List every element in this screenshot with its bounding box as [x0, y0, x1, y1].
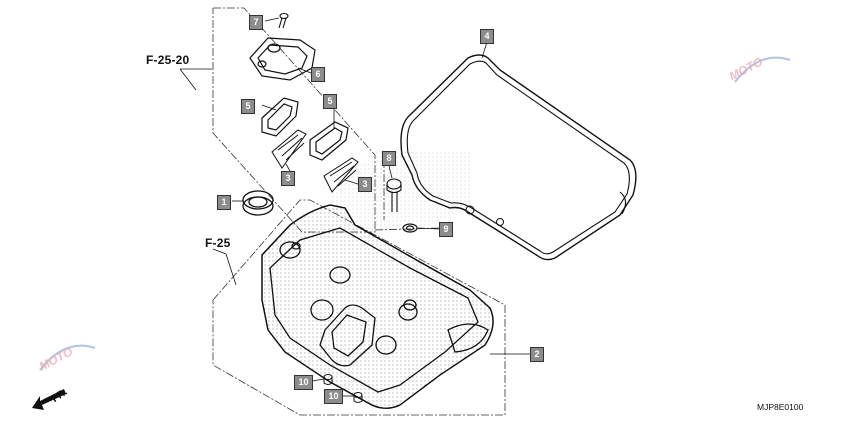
watermark-swoosh-icon	[39, 344, 96, 371]
callout-part-10: 10	[324, 389, 343, 404]
dowel-pins	[323, 374, 363, 403]
callout-part-8: 8	[382, 151, 396, 166]
cylinder-head-cover	[261, 204, 494, 409]
head-shading	[330, 150, 470, 230]
reference-f-25-20: F-25-20	[146, 53, 190, 67]
front-arrow-icon	[32, 389, 66, 410]
watermark-swoosh-icon	[734, 56, 791, 83]
callout-part-1: 1	[217, 195, 231, 210]
callout-part-2: 2	[530, 347, 544, 362]
plug-hole-seal	[242, 190, 274, 216]
diagram-code: MJP8E0100	[757, 402, 804, 412]
callout-part-5: 5	[241, 99, 255, 114]
callout-part-5: 5	[323, 94, 337, 109]
breather-cover	[249, 37, 316, 81]
reference-f-25: F-25	[205, 236, 231, 250]
callout-part-9: 9	[439, 222, 453, 237]
sealing-washer	[402, 223, 418, 233]
separators	[271, 129, 359, 193]
leader-lines	[179, 17, 530, 397]
cover-bolt	[386, 178, 402, 212]
oil-seal-plates	[261, 97, 349, 161]
callout-part-10: 10	[294, 375, 313, 390]
callout-part-6: 6	[311, 67, 325, 82]
callout-part-3: 3	[281, 171, 295, 186]
bolt-small	[278, 12, 289, 29]
callout-part-4: 4	[480, 29, 494, 44]
callout-part-3: 3	[358, 177, 372, 192]
callout-part-7: 7	[249, 15, 263, 30]
